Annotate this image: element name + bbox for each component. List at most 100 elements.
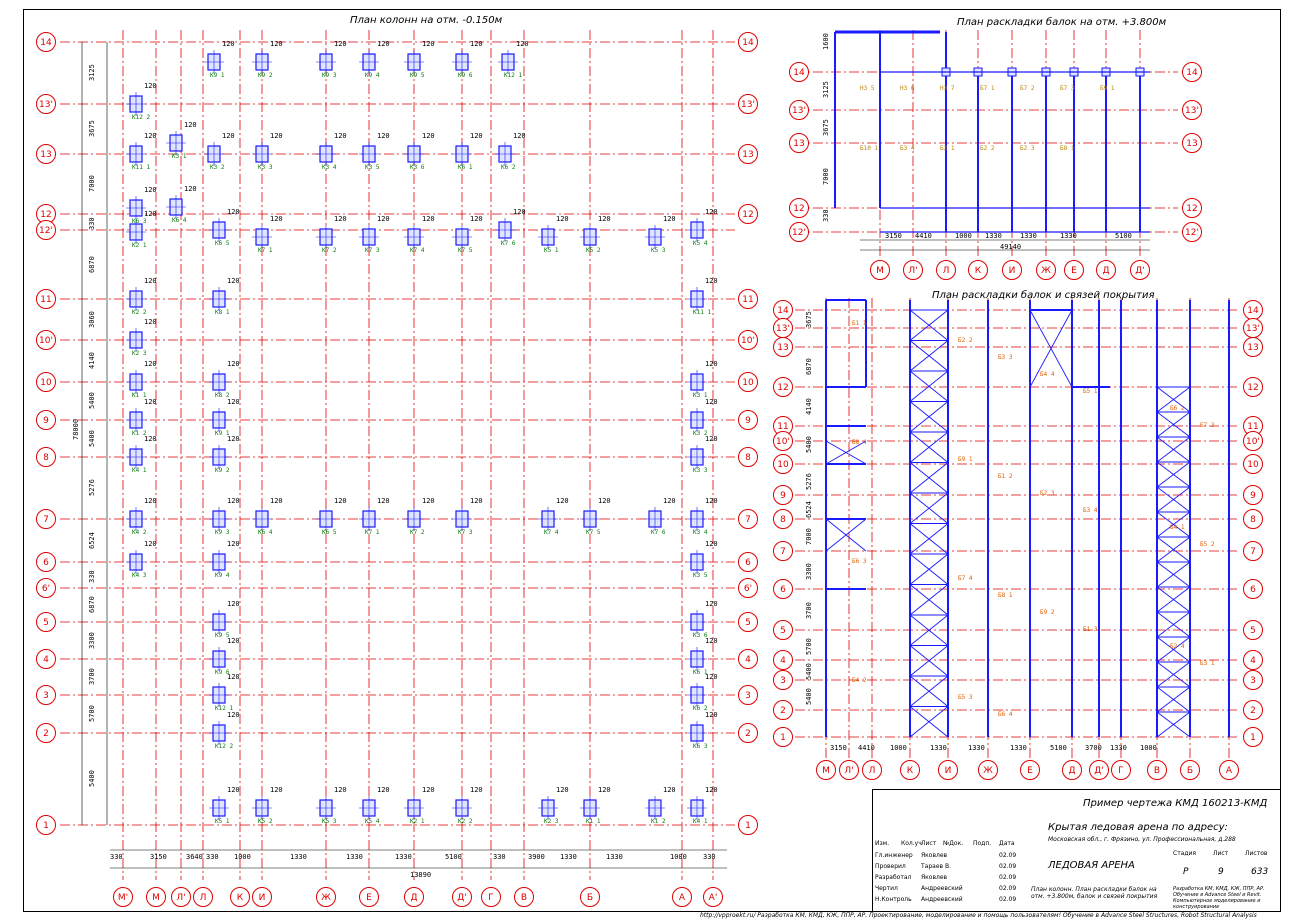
- column-mark: К6 2: [693, 705, 708, 712]
- column-mark: К1 2: [132, 430, 147, 437]
- column-mark: К9 5: [215, 632, 230, 639]
- col-izm: Изм.: [875, 840, 890, 847]
- column-offset-dim: 120: [422, 132, 435, 140]
- signature-role: Разработал: [875, 874, 912, 881]
- roof-beam-mark: Б4 1: [1170, 524, 1185, 531]
- roof-bracing: [1156, 636, 1191, 663]
- main-row-dim: 4140: [88, 352, 96, 369]
- column-offset-dim: 120: [227, 277, 240, 285]
- main-col-dim: 330: [206, 853, 219, 861]
- main-col-dim: 330: [493, 853, 506, 861]
- signature-date: 02.09: [999, 863, 1017, 870]
- column-offset-dim: 120: [422, 215, 435, 223]
- main-row-bubble-right: 10: [738, 372, 758, 392]
- roof-col-bubble: М: [816, 760, 836, 780]
- roof-bracing: [909, 614, 949, 646]
- column-offset-dim: 120: [705, 673, 718, 681]
- column-mark: К5 4: [693, 240, 708, 247]
- column-mark: К4 1: [132, 467, 147, 474]
- beam-row-bubble-right: 13': [1182, 100, 1202, 120]
- column-offset-dim: 120: [227, 435, 240, 443]
- roof-col-dim: 5100: [1050, 744, 1067, 752]
- roof-bracing: [1156, 411, 1191, 438]
- beam-row-bubble-left: 13: [789, 133, 809, 153]
- column-offset-dim: 120: [705, 277, 718, 285]
- roof-beam-mark: Б7 3: [1200, 422, 1215, 429]
- signature-role: Н.Контроль: [875, 896, 912, 903]
- main-col-dim: 330: [703, 853, 716, 861]
- roof-beam-mark: Б6 4: [998, 711, 1013, 718]
- roof-beam-mark: Б2 4: [1170, 643, 1185, 650]
- column-offset-dim: 120: [705, 497, 718, 505]
- roof-view-title: План раскладки балок и связей покрытия: [932, 290, 1155, 301]
- roof-row-bubble-right: 3: [1243, 670, 1263, 690]
- beam-col-dim: 1330: [1060, 232, 1077, 240]
- beam-total-dim: 49140: [1000, 243, 1022, 251]
- column-offset-dim: 120: [705, 600, 718, 608]
- roof-row-bubble-right: 13: [1243, 337, 1263, 357]
- roof-beam-mark: Б2 3: [1040, 490, 1055, 497]
- main-col-dim: 330: [110, 853, 123, 861]
- column-offset-dim: 120: [227, 637, 240, 645]
- beam-mark: Н3 5: [860, 85, 875, 92]
- beam-col-dim: 3150: [885, 232, 902, 240]
- beam-row-dim: 7000: [822, 168, 830, 185]
- roof-bracing: [1156, 461, 1191, 488]
- roof-bracing: [1156, 386, 1191, 413]
- column-mark: К8 1: [215, 309, 230, 316]
- main-row-dim: 3125: [88, 64, 96, 81]
- column-offset-dim: 120: [556, 215, 569, 223]
- main-col-dim: 1330: [606, 853, 623, 861]
- main-row-bubble-right: 13: [738, 144, 758, 164]
- beam-mark: Б10 1: [860, 145, 879, 152]
- main-total-vertical-dim: 78000: [72, 418, 80, 440]
- roof-bracing: [909, 645, 949, 677]
- column-mark: К7 3: [458, 529, 473, 536]
- column-offset-dim: 120: [377, 40, 390, 48]
- beam-col-bubble: Л: [936, 260, 956, 280]
- roof-row-dim: 6524: [805, 501, 813, 518]
- main-row-bubble-right: 3: [738, 685, 758, 705]
- main-col-bubble: Л: [193, 887, 213, 907]
- main-col-dim: 1330: [560, 853, 577, 861]
- doc-code: Пример чертежа КМД 160213-КМД: [1083, 798, 1268, 809]
- roof-col-dim: 3700: [1085, 744, 1102, 752]
- column-offset-dim: 120: [334, 132, 347, 140]
- roof-bracing: [825, 518, 867, 552]
- signature-name: Андреевский: [921, 885, 963, 892]
- roof-col-dim: 1330: [968, 744, 985, 752]
- roof-beam-mark: Б6 2: [1170, 405, 1185, 412]
- roof-row-bubble-right: 13': [1243, 318, 1263, 338]
- beam-mark: Б2 2: [980, 145, 995, 152]
- roof-beam-mark: Б2 2: [958, 337, 973, 344]
- column-mark: К9 3: [322, 72, 337, 79]
- column-mark: К5 2: [586, 247, 601, 254]
- column-offset-dim: 120: [334, 40, 347, 48]
- roof-beam-mark: Б8 4: [852, 439, 867, 446]
- main-row-bubble-right: 8: [738, 447, 758, 467]
- column-mark: К6 5: [215, 240, 230, 247]
- main-col-dim: 1330: [290, 853, 307, 861]
- roof-row-bubble-right: 8: [1243, 509, 1263, 529]
- column-offset-dim: 120: [227, 540, 240, 548]
- roof-col-bubble: А: [1219, 760, 1239, 780]
- column-mark: К2 2: [132, 309, 147, 316]
- stage-value: Р: [1183, 867, 1189, 877]
- main-col-dim: 3640: [186, 853, 203, 861]
- signature-date: 02.09: [999, 896, 1017, 903]
- roof-bracing: [909, 492, 949, 524]
- main-row-dim: 3060: [88, 310, 96, 328]
- column-mark: К3 2: [693, 430, 708, 437]
- column-mark: К6 4: [172, 217, 187, 224]
- roof-row-bubble-right: 4: [1243, 650, 1263, 670]
- roof-row-bubble-left: 2: [773, 700, 793, 720]
- main-col-dim: 3150: [150, 853, 167, 861]
- main-row-bubble-left: 6: [36, 552, 56, 572]
- title-block: Пример чертежа КМД 160213-КМД Крытая лед…: [872, 789, 1281, 912]
- column-mark: К3 3: [258, 164, 273, 171]
- col-date: Дата: [999, 840, 1015, 847]
- column-mark: К6 3: [693, 743, 708, 750]
- roof-col-dim: 3150: [830, 744, 847, 752]
- roof-bracing: [1156, 661, 1191, 688]
